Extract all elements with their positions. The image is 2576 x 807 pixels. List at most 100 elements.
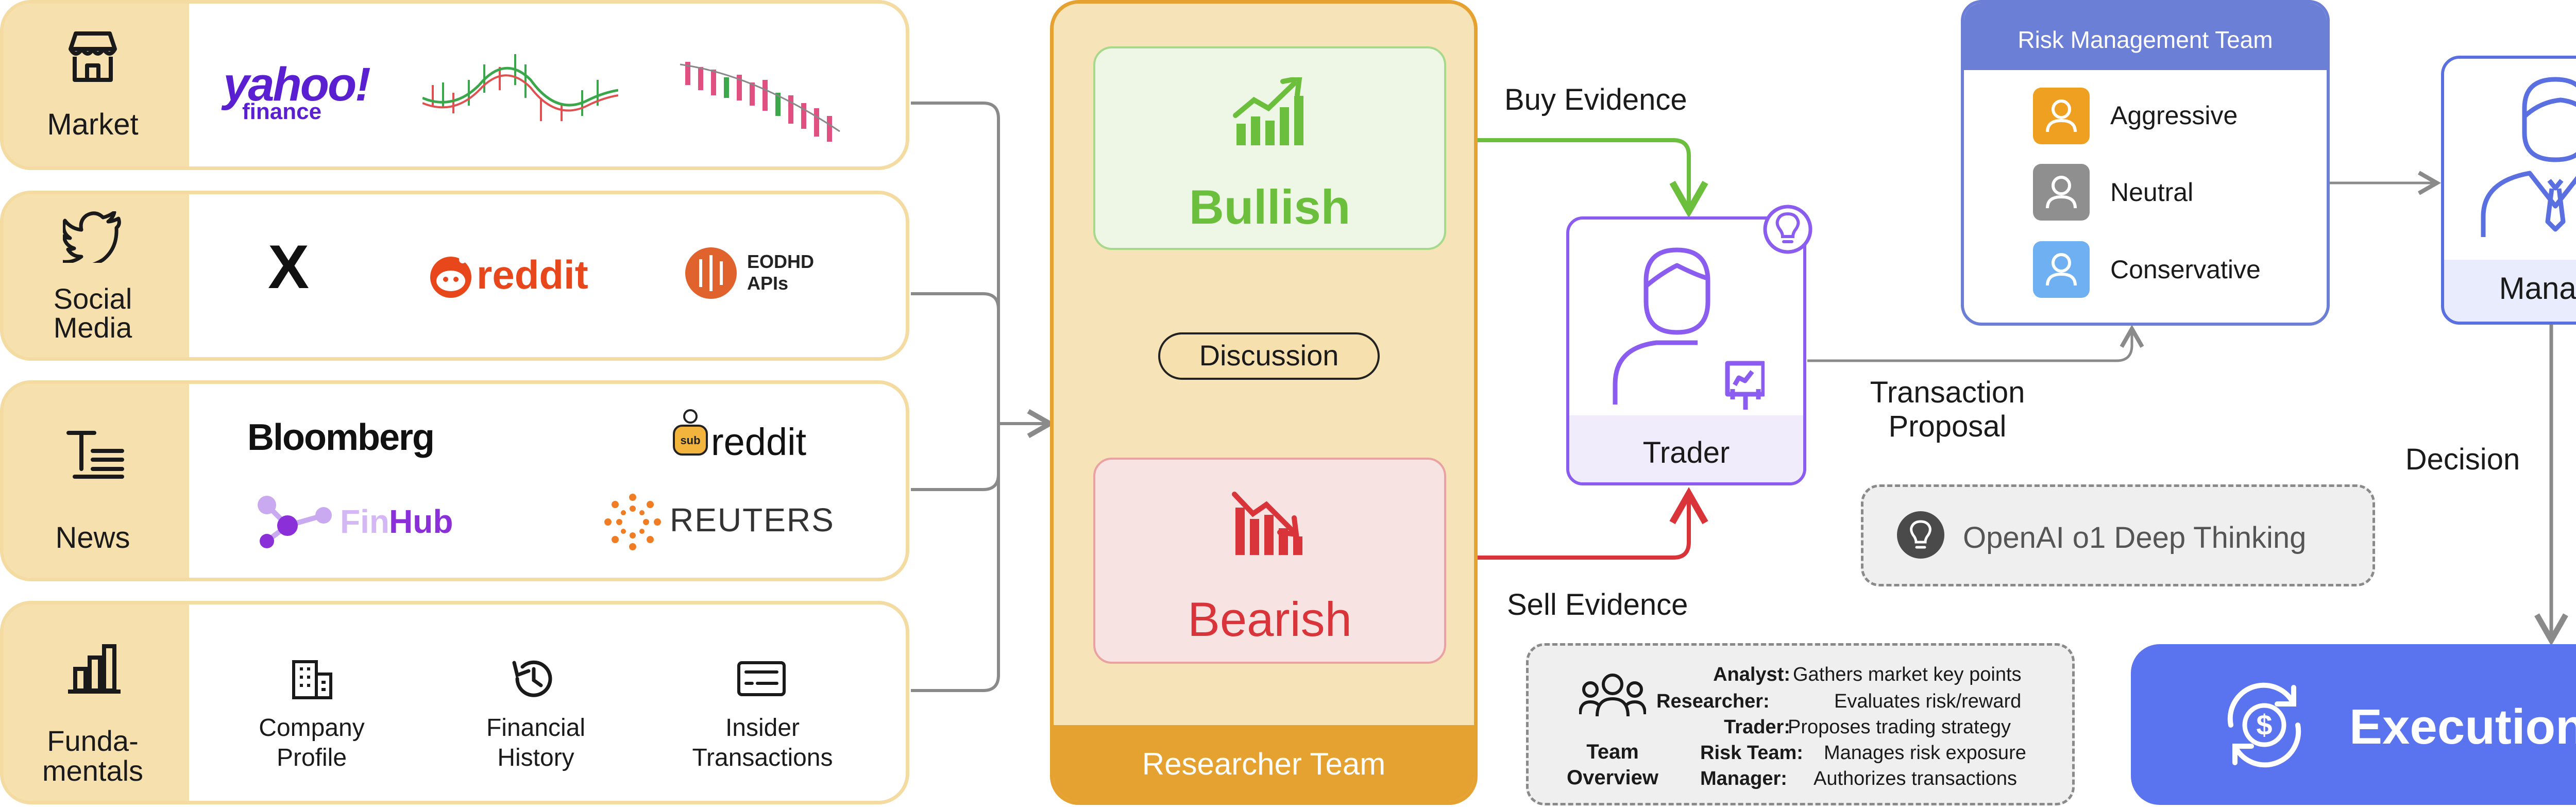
decision-label: Decision: [2405, 443, 2520, 476]
fundamentals-source-row: [0, 601, 909, 804]
twitter-bird-icon: [63, 211, 121, 263]
neutral-person-icon: [2033, 164, 2090, 221]
neutral-label: Neutral: [2110, 178, 2194, 207]
fundamentals-source-header: [4, 604, 189, 801]
execution-label: Execution: [2349, 699, 2576, 754]
discussion-pill: [1158, 332, 1380, 380]
reddit-news-logo-text: reddit: [711, 421, 807, 463]
sources-to-researcher-connector: [911, 102, 1055, 692]
financial-history-line2: History: [497, 744, 574, 771]
buy-evidence-label: Buy Evidence: [1504, 83, 1687, 116]
bearish-card: [1093, 458, 1446, 664]
fundamentals-label-line1: Funda-: [47, 725, 139, 757]
insider-transactions-line1: Insider: [725, 714, 800, 742]
market-source-row: [0, 0, 909, 170]
news-source-header: [4, 384, 189, 578]
deep-thinking-box: [1861, 484, 2375, 586]
risk-team-card: [1961, 0, 2330, 326]
researcher-team-footer: [1054, 725, 1474, 801]
manager-person-icon: [2481, 77, 2576, 237]
financial-history-line1: Financial: [486, 714, 586, 742]
team-people-icon: [1579, 674, 1646, 717]
deep-thinking-label: OpenAI o1 Deep Thinking: [1963, 521, 2307, 554]
overview-desc-researcher: Evaluates risk/reward: [1834, 691, 2022, 712]
transaction-proposal-line2: Proposal: [1888, 410, 2007, 443]
overview-role-risk-team: Risk Team:: [1700, 742, 1803, 764]
risk-team-header: [1964, 3, 2327, 70]
reddit-logo-text: reddit: [477, 252, 588, 297]
team-overview-box: [1526, 643, 2075, 805]
history-clock-icon: [512, 660, 552, 697]
execution-button[interactable]: [2131, 644, 2576, 805]
candlestick-downtrend-icon: [680, 62, 840, 142]
yahoo-finance-text: finance: [242, 99, 322, 124]
company-profile-line2: Profile: [276, 744, 347, 771]
reuters-logo-text: REUTERS: [670, 501, 835, 539]
eodhd-text-line1: EODHD: [747, 251, 815, 272]
team-overview-title-line2: Overview: [1567, 766, 1658, 789]
news-source-row: [0, 380, 909, 581]
conservative-person-icon: [2033, 241, 2090, 298]
discussion-label: Discussion: [1199, 339, 1339, 372]
reuters-logo-icon: [604, 494, 661, 550]
conservative-label: Conservative: [2110, 255, 2261, 284]
market-source-header: [4, 4, 189, 166]
overview-role-analyst: Analyst:: [1713, 664, 1790, 685]
finhub-logo-icon: [258, 496, 332, 548]
transaction-proposal-line1: Transaction: [1870, 376, 2025, 409]
svg-text:$: $: [2256, 709, 2272, 741]
bearish-label: Bearish: [1188, 592, 1352, 646]
reddit-alien-icon: [430, 256, 471, 298]
finhub-text-hub: Hub: [389, 503, 453, 540]
insider-transactions-line2: Transactions: [692, 744, 833, 771]
svg-text:sub: sub: [680, 434, 700, 447]
aggressive-person-icon: [2033, 88, 2090, 144]
bar-chart-icon: [68, 644, 121, 694]
sell-evidence-arrow: [1447, 487, 1708, 560]
trader-lightbulb-badge-icon: [1763, 205, 1812, 254]
reddit-sub-icon: sub: [673, 409, 708, 456]
trader-person-icon: [1613, 247, 1765, 410]
overview-desc-analyst: Gathers market key points: [1793, 664, 2022, 685]
trader-card-footer: [1569, 415, 1803, 482]
overview-desc-trader: Proposes trading strategy: [1788, 716, 2011, 738]
openai-lightbulb-icon: [1897, 511, 1944, 559]
overview-role-manager: Manager:: [1700, 768, 1787, 789]
transaction-proposal-arrow: [1807, 324, 2144, 362]
building-icon: [292, 660, 332, 699]
team-overview-title-line1: Team: [1586, 741, 1639, 763]
risk-team-title: Risk Management Team: [2018, 26, 2273, 53]
news-label: News: [55, 521, 130, 554]
newspaper-icon: [66, 431, 124, 479]
fundamentals-label-line2: mentals: [42, 754, 144, 787]
eodhd-text-line2: APIs: [747, 273, 789, 294]
document-card-icon: [737, 661, 786, 696]
yahoo-logo-text: yahoo!: [223, 58, 371, 111]
social-media-source-header: [4, 194, 189, 357]
finhub-text-fin: Fin: [340, 503, 389, 540]
growth-chart-icon: [1233, 77, 1303, 145]
overview-role-trader: Trader:: [1724, 716, 1790, 738]
overview-role-researcher: Researcher:: [1656, 691, 1770, 712]
candlestick-wave-icon: [422, 54, 618, 121]
bullish-label: Bullish: [1189, 180, 1351, 234]
bullish-card: [1093, 46, 1446, 250]
decline-chart-icon: [1232, 492, 1302, 555]
buy-evidence-arrow: [1447, 138, 1708, 218]
overview-desc-manager: Authorizes transactions: [1814, 768, 2017, 789]
x-logo: X: [267, 232, 310, 301]
trader-card: [1566, 216, 1806, 485]
dollar-cycle-icon: $: [2227, 682, 2301, 768]
social-label-line2: Media: [53, 311, 132, 344]
sell-evidence-label: Sell Evidence: [1507, 588, 1688, 621]
aggressive-label: Aggressive: [2110, 101, 2238, 130]
social-label-line1: Social: [53, 282, 132, 315]
researcher-team-title: Researcher Team: [1142, 747, 1386, 781]
bloomberg-logo: Bloomberg: [247, 417, 435, 458]
manager-label: Manager: [2499, 271, 2576, 306]
eodhd-logo-icon: [685, 247, 737, 299]
market-label: Market: [47, 108, 139, 141]
storefront-icon: [69, 31, 117, 82]
overview-desc-risk-team: Manages risk exposure: [1824, 742, 2026, 764]
